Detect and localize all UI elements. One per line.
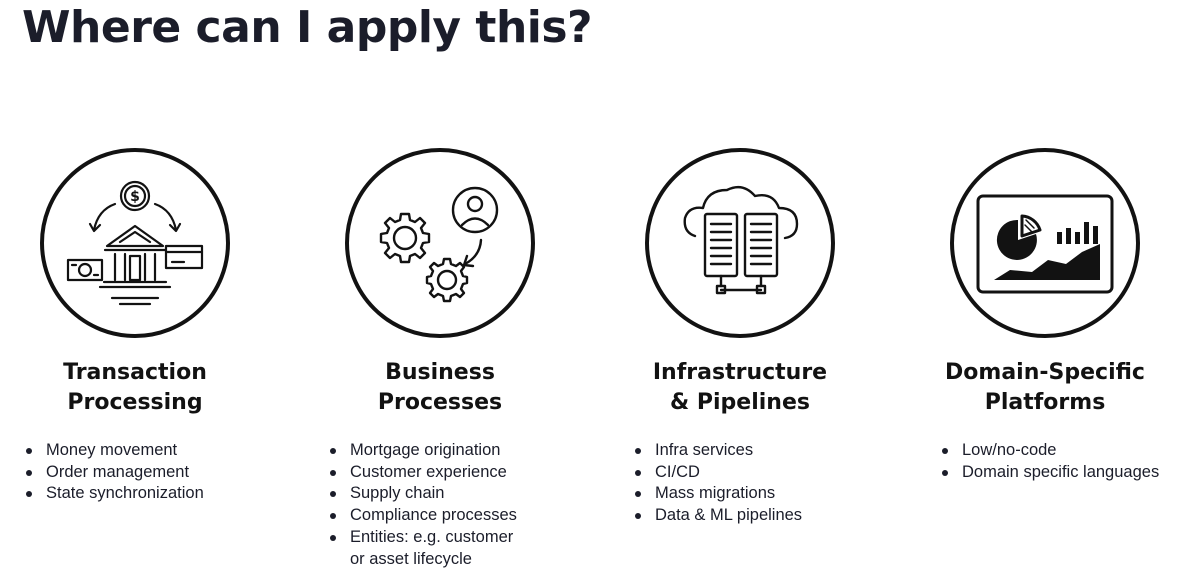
icon-circle: $ [40,148,230,338]
icon-circle [345,148,535,338]
gears-user-icon [379,186,499,303]
list-item: Supply chain [328,483,590,505]
column-domain-specific-platforms: Domain-Specific Platforms Low/no-code Do… [900,148,1200,483]
list-item: CI/CD [633,462,895,484]
heading-line: Platforms [984,390,1106,415]
dashboard-charts-icon [976,194,1114,294]
heading-line: Infrastructure [652,360,828,385]
svg-text:$: $ [130,189,140,205]
column-heading: Transaction Processing [0,358,270,418]
heading-line: Domain-Specific [945,360,1145,385]
heading-line: Processing [67,390,203,415]
bank-transaction-icon: $ [66,180,204,306]
column-heading: Infrastructure & Pipelines [595,358,885,418]
heading-line: & Pipelines [670,390,810,415]
heading-line: Processes [377,390,503,415]
bullet-list: Low/no-code Domain specific languages [900,440,1200,483]
list-item: Domain specific languages [940,462,1200,484]
list-item: Low/no-code [940,440,1200,462]
list-item: Money movement [24,440,300,462]
list-item: Order management [24,462,300,484]
column-transaction-processing: $ [0,148,300,505]
list-item: Infra services [633,440,895,462]
list-item-line: or asset lifecycle [350,549,472,568]
slide-title: Where can I apply this? [22,2,593,53]
heading-line: Transaction [63,360,207,385]
cloud-servers-icon [683,185,799,295]
column-heading: Domain-Specific Platforms [900,358,1190,418]
column-business-processes: Business Processes Mortgage origination … [290,148,590,570]
list-item: Compliance processes [328,505,590,527]
list-item-line: Entities: e.g. customer [350,527,514,546]
bullet-list: Infra services CI/CD Mass migrations Dat… [595,440,895,527]
list-item: Mortgage origination [328,440,590,462]
list-item: Customer experience [328,462,590,484]
icon-circle [645,148,835,338]
list-item: State synchronization [24,483,300,505]
list-item: Mass migrations [633,483,895,505]
bullet-list: Mortgage origination Customer experience… [290,440,590,570]
column-infrastructure-pipelines: Infrastructure & Pipelines Infra service… [595,148,895,527]
heading-line: Business [385,360,495,385]
column-heading: Business Processes [290,358,590,418]
list-item: Data & ML pipelines [633,505,895,527]
bullet-list: Money movement Order management State sy… [0,440,300,505]
list-item: Entities: e.g. customer or asset lifecyc… [328,527,590,570]
icon-circle [950,148,1140,338]
